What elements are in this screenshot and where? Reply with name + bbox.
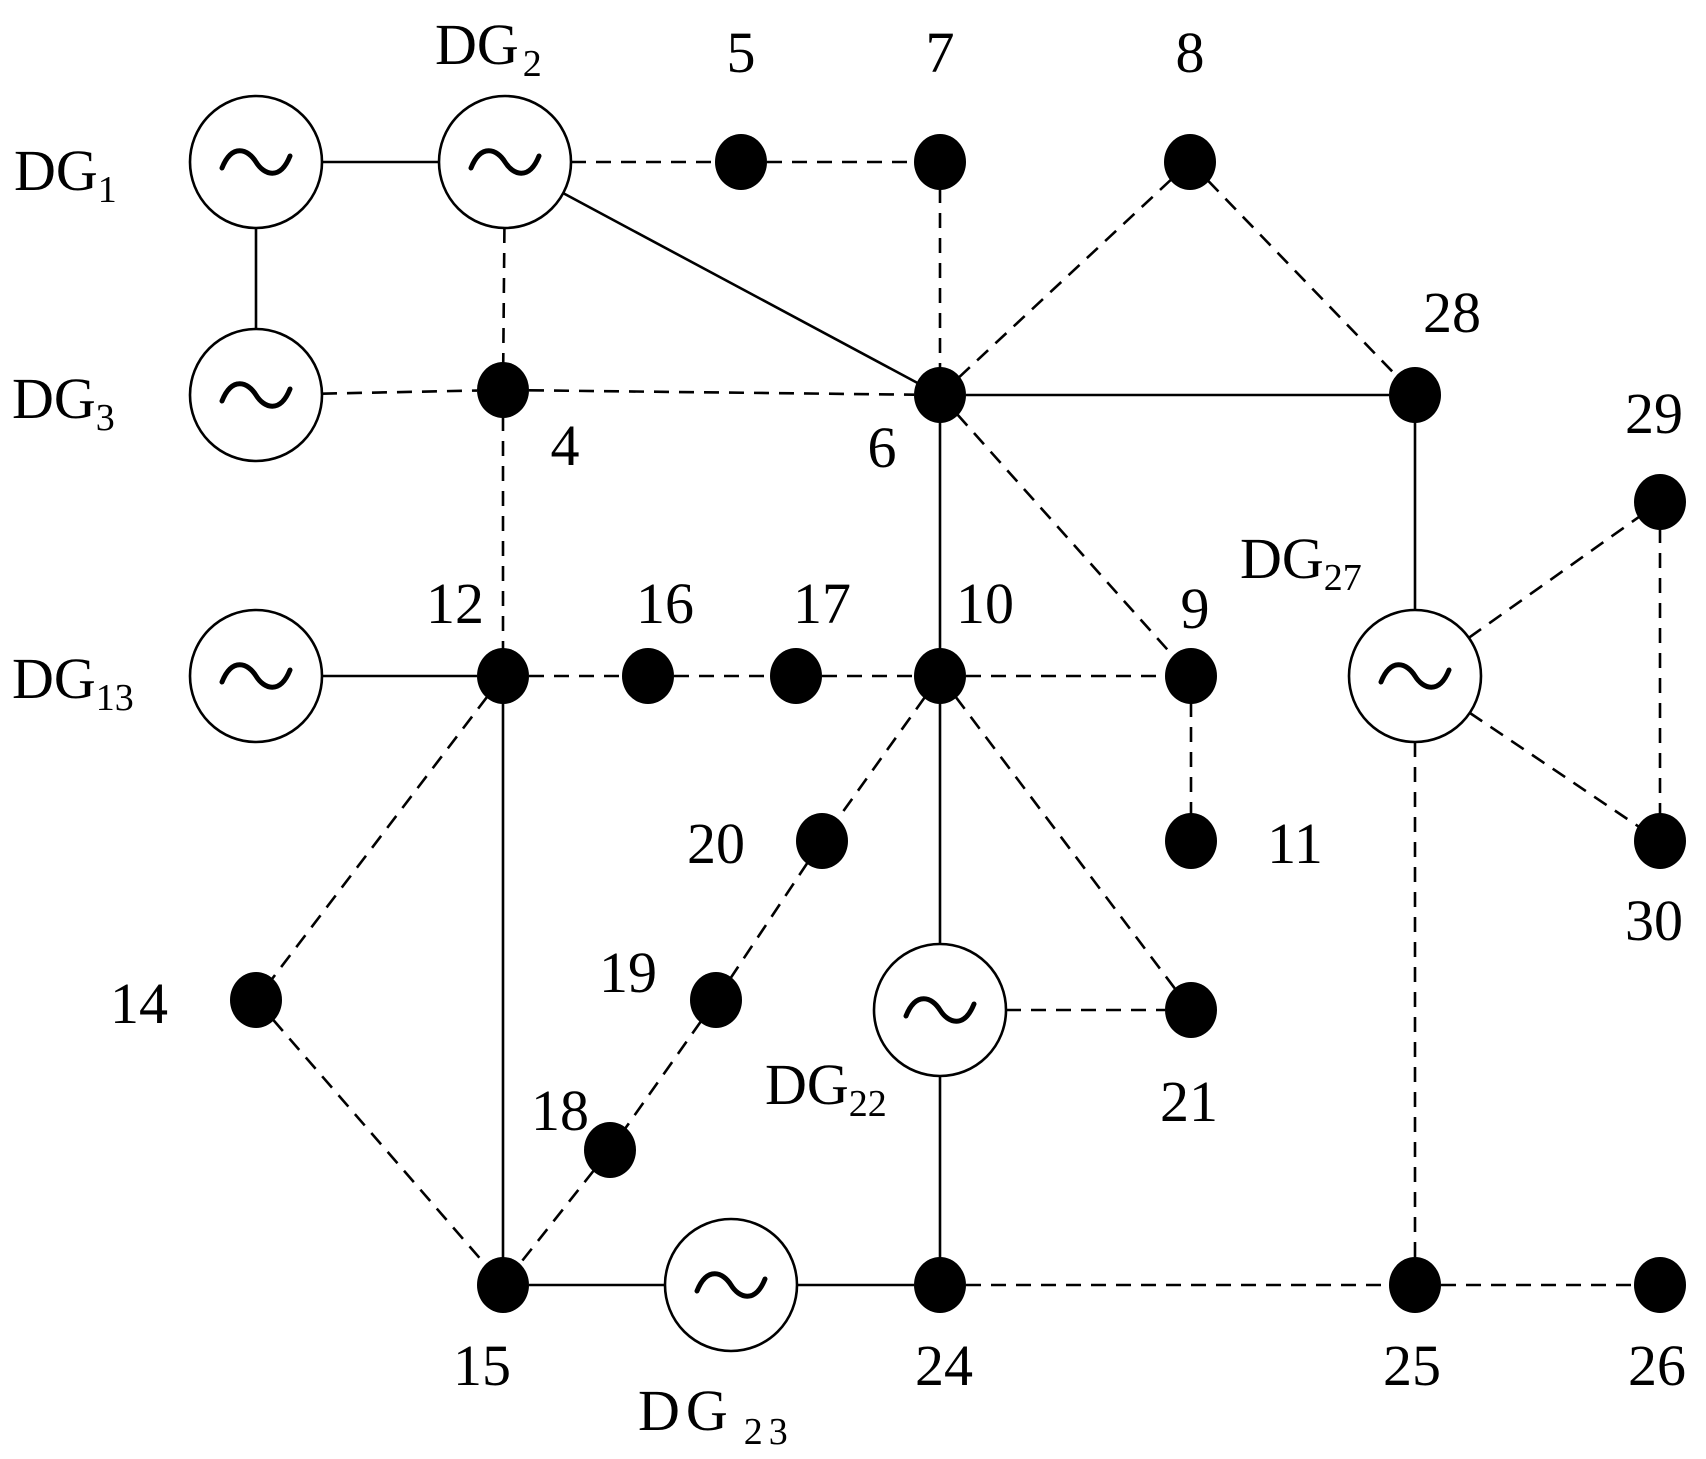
bus-label-28: 28 xyxy=(1423,280,1481,345)
tilde-icon xyxy=(1378,662,1452,690)
bus-node-8 xyxy=(1164,134,1216,190)
bus-node-5 xyxy=(715,134,767,190)
tilde-icon xyxy=(219,662,293,690)
bus-label-18: 18 xyxy=(531,1078,589,1143)
bus-node-26 xyxy=(1634,1257,1686,1313)
bus-label-26: 26 xyxy=(1628,1333,1686,1398)
buses xyxy=(230,134,1686,1313)
edge-8-6-dashed xyxy=(958,178,1172,379)
edge-10-21-dashed xyxy=(954,696,1177,990)
bus-label-10: 10 xyxy=(956,571,1014,636)
generator-dg2 xyxy=(437,94,573,230)
bus-node-11 xyxy=(1165,813,1217,869)
bus-label-25: 25 xyxy=(1383,1333,1441,1398)
generator-label-dg1: DG1 xyxy=(14,138,117,211)
edge-20-19-dashed xyxy=(729,861,809,980)
bus-label-9: 9 xyxy=(1181,576,1210,641)
tilde-icon xyxy=(468,148,542,176)
generator-label-dg22: DG22 xyxy=(765,1052,887,1125)
bus-node-9 xyxy=(1165,648,1217,704)
bus-node-20 xyxy=(796,813,848,869)
edge-12-14-dashed xyxy=(270,695,489,981)
generator-dg1 xyxy=(188,94,324,230)
bus-node-29 xyxy=(1634,474,1686,530)
bus-node-14 xyxy=(230,972,282,1028)
bus-label-29: 29 xyxy=(1625,381,1683,446)
edge-DG2-6-solid xyxy=(562,192,918,384)
edge-18-15-dashed xyxy=(518,1169,595,1266)
bus-label-30: 30 xyxy=(1625,888,1683,953)
bus-label-6: 6 xyxy=(868,415,897,480)
bus-node-18 xyxy=(584,1122,636,1178)
bus-node-28 xyxy=(1389,367,1441,423)
bus-node-17 xyxy=(770,648,822,704)
edge-4-6-dashed xyxy=(528,388,915,397)
generator-label-dg13: DG13 xyxy=(12,646,134,719)
generators xyxy=(188,94,1483,1353)
edge-19-18-dashed xyxy=(623,1020,703,1130)
bus-label-14: 14 xyxy=(110,971,168,1036)
edge-14-15-dashed xyxy=(272,1018,487,1267)
generator-dg22 xyxy=(872,942,1008,1078)
bus-node-25 xyxy=(1389,1257,1441,1313)
bus-label-12: 12 xyxy=(426,571,484,636)
bus-node-10 xyxy=(914,648,966,704)
bus-node-24 xyxy=(914,1257,966,1313)
bus-label-5: 5 xyxy=(727,20,756,85)
generator-dg27 xyxy=(1347,608,1483,744)
bus-label-16: 16 xyxy=(636,571,694,636)
bus-node-19 xyxy=(690,972,742,1028)
bus-node-6 xyxy=(914,367,966,423)
generator-label-dg3: DG3 xyxy=(12,366,115,439)
bus-label-15: 15 xyxy=(453,1333,511,1398)
generator-dg23 xyxy=(663,1217,799,1353)
edges xyxy=(254,160,1662,1287)
bus-node-4 xyxy=(477,362,529,418)
generator-dg3 xyxy=(188,327,324,463)
bus-label-8: 8 xyxy=(1176,20,1205,85)
bus-node-7 xyxy=(914,134,966,190)
tilde-icon xyxy=(219,381,293,409)
bus-label-24: 24 xyxy=(915,1333,973,1398)
bus-label-21: 21 xyxy=(1160,1069,1218,1134)
edge-DG27-30-dashed xyxy=(1469,711,1640,828)
bus-label-4: 4 xyxy=(551,413,580,478)
bus-label-7: 7 xyxy=(926,20,955,85)
bus-label-11: 11 xyxy=(1267,811,1323,876)
tilde-icon xyxy=(903,996,977,1024)
bus-node-30 xyxy=(1634,813,1686,869)
edge-10-20-dashed xyxy=(836,696,926,821)
bus-label-20: 20 xyxy=(687,811,745,876)
edge-DG3-4-dashed xyxy=(321,389,478,395)
edge-6-9-dashed xyxy=(956,413,1175,658)
bus-node-16 xyxy=(622,648,674,704)
bus-node-21 xyxy=(1165,982,1217,1038)
bus-node-15 xyxy=(477,1257,529,1313)
edge-DG27-29-dashed xyxy=(1468,515,1640,639)
bus-label-19: 19 xyxy=(599,940,657,1005)
generator-label-dg27: DG27 xyxy=(1240,526,1362,599)
tilde-icon xyxy=(694,1271,768,1299)
tilde-icon xyxy=(219,148,293,176)
edge-DG2-4-dashed xyxy=(501,227,506,365)
generator-dg13 xyxy=(188,608,324,744)
edge-8-28-dashed xyxy=(1207,179,1398,378)
bus-label-17: 17 xyxy=(793,571,851,636)
bus-node-12 xyxy=(477,648,529,704)
